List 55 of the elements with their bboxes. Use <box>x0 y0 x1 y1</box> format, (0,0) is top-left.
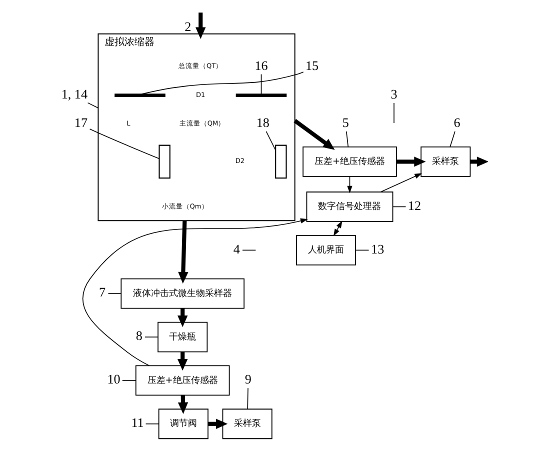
node-text: 8 <box>135 328 142 344</box>
arrow <box>208 418 228 429</box>
connector <box>88 128 160 160</box>
node-box <box>158 144 170 179</box>
node-text: 13 <box>370 241 384 256</box>
node-box: 干燥瓶 <box>157 322 208 352</box>
connector <box>346 131 348 148</box>
node-box: 压差+绝压传感器 <box>134 365 230 396</box>
node-text: 7 <box>98 284 106 300</box>
node-box <box>274 144 286 179</box>
node-text: 17 <box>74 115 88 130</box>
arrow <box>82 218 308 366</box>
connector <box>246 388 248 410</box>
connector <box>86 102 98 108</box>
arrow <box>195 12 206 39</box>
node-text: 1, 14 <box>60 86 88 102</box>
connector <box>242 250 256 251</box>
edge-label: 2 <box>184 18 191 34</box>
node-bar <box>235 94 286 97</box>
connector <box>265 131 276 150</box>
connector <box>392 206 406 208</box>
connector <box>393 102 394 124</box>
node-text: 12 <box>407 198 421 213</box>
arrow <box>178 220 188 284</box>
connector <box>140 72 304 94</box>
arrow <box>396 156 426 167</box>
node-text: 18 <box>256 115 269 130</box>
node-box: 压差+绝压传感器 <box>302 146 396 177</box>
connector <box>354 250 369 251</box>
node-bar <box>114 94 165 97</box>
node-text: 5 <box>342 115 348 130</box>
arrow <box>346 176 352 194</box>
node-box: 人机界面 <box>296 234 356 266</box>
node-text: 16 <box>254 58 268 73</box>
connector <box>107 293 121 294</box>
node-text: 15 <box>305 58 318 73</box>
node-text: 6 <box>453 115 460 130</box>
node-box: 采样泵 <box>222 408 272 440</box>
node-text: 10 <box>106 372 120 387</box>
connector <box>260 74 262 94</box>
node-text: 3 <box>390 86 397 102</box>
arrow <box>293 119 334 150</box>
node-box: 调节阀 <box>158 408 208 440</box>
node-text: 9 <box>244 372 251 387</box>
connector <box>144 423 159 424</box>
connector <box>449 131 455 148</box>
connector <box>121 380 136 381</box>
node-box: 数字信号处理器 <box>306 192 393 222</box>
node-box: 采样泵 <box>420 146 470 177</box>
node-text: 4 <box>232 241 240 256</box>
arrow <box>380 173 422 192</box>
node-box: 液体冲击式微生物采样器 <box>120 278 244 309</box>
arrow <box>332 220 342 236</box>
node-text: 11 <box>130 414 144 430</box>
connector <box>144 336 158 338</box>
